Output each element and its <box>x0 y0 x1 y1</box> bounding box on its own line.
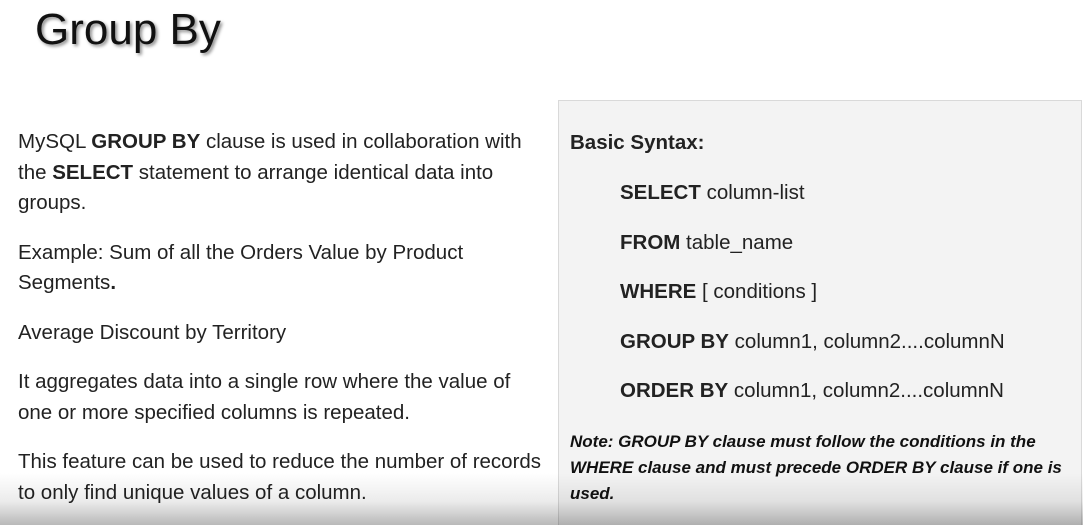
syntax-rest: column-list <box>700 181 805 204</box>
syntax-line-group-by: GROUP BY column1, column2....columnN <box>620 330 1005 354</box>
keyword-group-by: GROUP BY <box>91 130 201 153</box>
syntax-keyword: WHERE <box>620 280 697 303</box>
keyword-select: SELECT <box>52 160 134 184</box>
syntax-rest: column1, column2....columnN <box>728 379 1004 402</box>
syntax-lines: SELECT column-list FROM table_name WHERE… <box>620 181 1005 429</box>
syntax-rest: column1, column2....columnN <box>728 329 1005 353</box>
slide-title: Group By <box>35 5 221 54</box>
syntax-box: Basic Syntax: SELECT column-list FROM ta… <box>558 100 1082 525</box>
description-paragraph-4: It aggregates data into a single row whe… <box>18 370 511 424</box>
syntax-heading: Basic Syntax: <box>570 131 705 154</box>
text-span: Example: Sum of all the Orders Value by … <box>18 240 464 295</box>
syntax-note: Note: GROUP BY clause must follow the co… <box>570 432 1062 503</box>
text-span: MySQL <box>18 130 92 153</box>
description-column: MySQL GROUP BY clause is used in collabo… <box>18 127 548 525</box>
syntax-keyword: FROM <box>620 230 681 254</box>
syntax-keyword: SELECT <box>620 181 701 204</box>
text-span: statement to arrange identical data into… <box>18 160 494 215</box>
syntax-keyword: ORDER BY <box>620 379 729 402</box>
syntax-line-select: SELECT column-list <box>620 181 1005 205</box>
description-paragraph-5: This feature can be used to reduce the n… <box>18 450 542 504</box>
syntax-keyword: GROUP BY <box>620 329 729 353</box>
syntax-rest: [ conditions ] <box>696 280 818 303</box>
syntax-rest: table_name <box>680 230 794 254</box>
description-paragraph-1: MySQL GROUP BY clause is used in collabo… <box>18 127 548 219</box>
syntax-line-order-by: ORDER BY column1, column2....columnN <box>620 379 1005 403</box>
syntax-line-where: WHERE [ conditions ] <box>620 280 1005 304</box>
description-paragraph-2: Example: Sum of all the Orders Value by … <box>18 238 548 299</box>
bold-period: . <box>110 271 117 294</box>
text-span: clause is used in collaboration with the <box>18 130 522 184</box>
syntax-line-from: FROM table_name <box>620 231 1005 255</box>
description-paragraph-3: Average Discount by Territory <box>18 320 287 344</box>
